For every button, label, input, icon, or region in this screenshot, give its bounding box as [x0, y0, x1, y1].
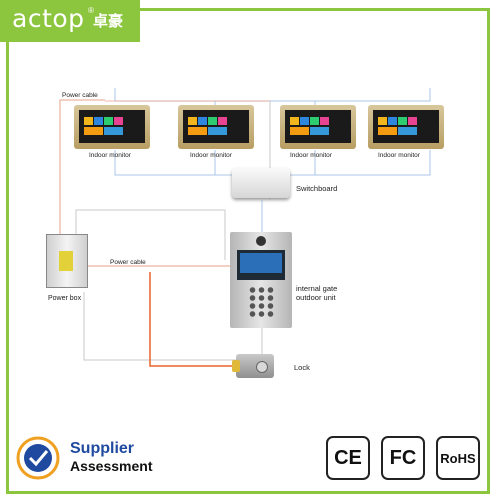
outdoor-unit-device — [230, 232, 292, 328]
indoor-monitor-1 — [74, 105, 150, 149]
switchboard-label: Switchboard — [296, 184, 338, 193]
power-box-device — [46, 234, 88, 288]
indoor-monitor-4-label: Indoor monitor — [378, 152, 420, 159]
brand-registered-mark: ® — [88, 6, 94, 15]
power-cable-top-label: Power cable — [62, 92, 98, 99]
indoor-monitor-1-label: Indoor monitor — [89, 152, 131, 159]
supplier-assessment-seal — [16, 436, 60, 480]
power-box-label: Power box — [48, 295, 82, 302]
frame-border — [6, 8, 490, 494]
brand-chinese-name: 卓豪 — [93, 12, 124, 30]
indoor-monitor-3-label: Indoor monitor — [290, 152, 332, 159]
supplier-label: Supplier — [70, 440, 135, 457]
lock-device — [232, 354, 274, 378]
rohs-certification-mark: RoHS — [436, 436, 480, 480]
power-cable-mid-label: Power cable — [110, 259, 146, 266]
brand-logo: actop ® 卓豪 — [0, 0, 140, 42]
brand-name: actop — [12, 4, 85, 33]
indoor-monitor-2 — [178, 105, 254, 149]
lock-label: Lock — [294, 363, 310, 372]
outdoor-unit-label-line1: internal gate — [296, 284, 338, 293]
switchboard-device — [232, 168, 290, 198]
gray-line-a — [75, 209, 226, 260]
lock-line — [149, 272, 237, 367]
data-bus-top — [114, 88, 431, 102]
assessment-label: Assessment — [70, 458, 153, 474]
fc-certification-mark: FC — [381, 436, 425, 480]
power-cable-top — [59, 99, 105, 235]
indoor-monitor-4 — [368, 105, 444, 149]
outdoor-unit-label-line2: outdoor unit — [296, 293, 336, 302]
indoor-monitor-3 — [280, 105, 356, 149]
gray-line-lower — [83, 292, 237, 361]
indoor-monitor-2-label: Indoor monitor — [190, 152, 232, 159]
ce-certification-mark: CE — [326, 436, 370, 480]
